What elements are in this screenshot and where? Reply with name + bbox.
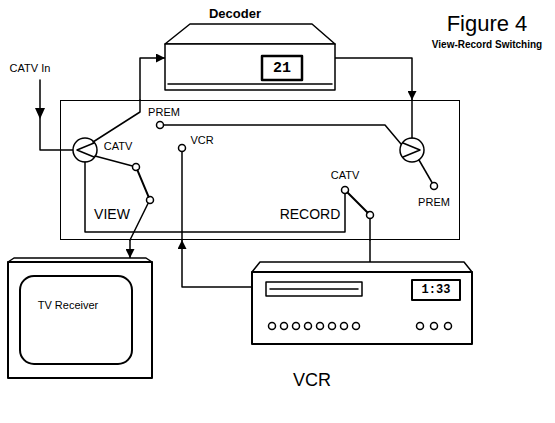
switch-contact	[179, 145, 186, 152]
figure-caption: View-Record Switching	[432, 40, 542, 50]
switch-panel: PREM CATV VCR VIEW CATV RECORD PREM	[60, 100, 460, 240]
vcr-button	[445, 323, 452, 330]
vcr-button	[305, 323, 312, 330]
arrowhead	[35, 108, 45, 119]
device-label: VCR	[293, 371, 331, 389]
switch-pole	[147, 197, 154, 204]
wire	[411, 100, 413, 138]
vcr-display	[412, 280, 460, 300]
switch-contact	[431, 183, 438, 190]
decoder-box: Decoder 21	[165, 4, 335, 92]
signal-connector	[140, 58, 165, 100]
switch-contact	[133, 164, 140, 171]
vcr-button	[281, 323, 288, 330]
vcr-front	[252, 272, 472, 344]
decoder-display	[262, 56, 302, 80]
splitter-symbol	[403, 143, 420, 157]
vcr-button	[293, 323, 300, 330]
signal-connector	[182, 240, 252, 287]
vcr-button	[317, 323, 324, 330]
signal-connector	[129, 240, 131, 258]
tv-cabinet	[8, 262, 152, 378]
contact-label: PREM	[418, 197, 450, 208]
wire	[130, 204, 148, 241]
contact-label: VCR	[190, 135, 213, 146]
splitter-symbol	[400, 138, 424, 162]
switch-contact	[157, 122, 164, 129]
vcr-button	[329, 323, 336, 330]
wire	[181, 152, 183, 241]
vcr-slot-line	[270, 288, 358, 290]
display-digits: 1:33	[422, 284, 451, 296]
decoder-ledge	[168, 83, 332, 85]
signal-connector	[335, 58, 412, 100]
device-label: TV Receiver	[38, 300, 99, 311]
vcr-button	[431, 323, 438, 330]
switch-name: VIEW	[94, 207, 130, 221]
decoder-front	[165, 44, 335, 90]
wire	[369, 219, 371, 241]
vcr-button	[353, 323, 360, 330]
tv-screen	[20, 276, 132, 364]
vcr-deck: VCR 1:33	[252, 262, 472, 392]
figure-title: Figure 4	[447, 13, 528, 35]
signal-label: CATV In	[10, 63, 51, 74]
switch-arm	[348, 193, 368, 213]
switch-name: RECORD	[280, 207, 341, 221]
wire	[95, 156, 133, 166]
splitter-symbol	[77, 143, 94, 157]
wire	[419, 160, 432, 183]
switch-arm	[138, 170, 149, 197]
contact-label: CATV	[104, 141, 133, 152]
vcr-button	[341, 323, 348, 330]
wire	[93, 100, 140, 142]
decoder-top	[165, 24, 335, 44]
vcr-top	[252, 262, 472, 272]
catv-input-wire	[40, 80, 73, 150]
contact-label: CATV	[331, 170, 360, 181]
wire	[85, 162, 345, 232]
vcr-cassette-slot	[266, 282, 362, 296]
display-digits: 21	[273, 61, 291, 76]
contact-label: PREM	[148, 107, 180, 118]
vcr-button	[417, 323, 424, 330]
signal-connector	[369, 240, 371, 262]
vcr-button	[269, 323, 276, 330]
device-label: Decoder	[209, 7, 261, 20]
tv-receiver: TV Receiver	[8, 258, 152, 380]
